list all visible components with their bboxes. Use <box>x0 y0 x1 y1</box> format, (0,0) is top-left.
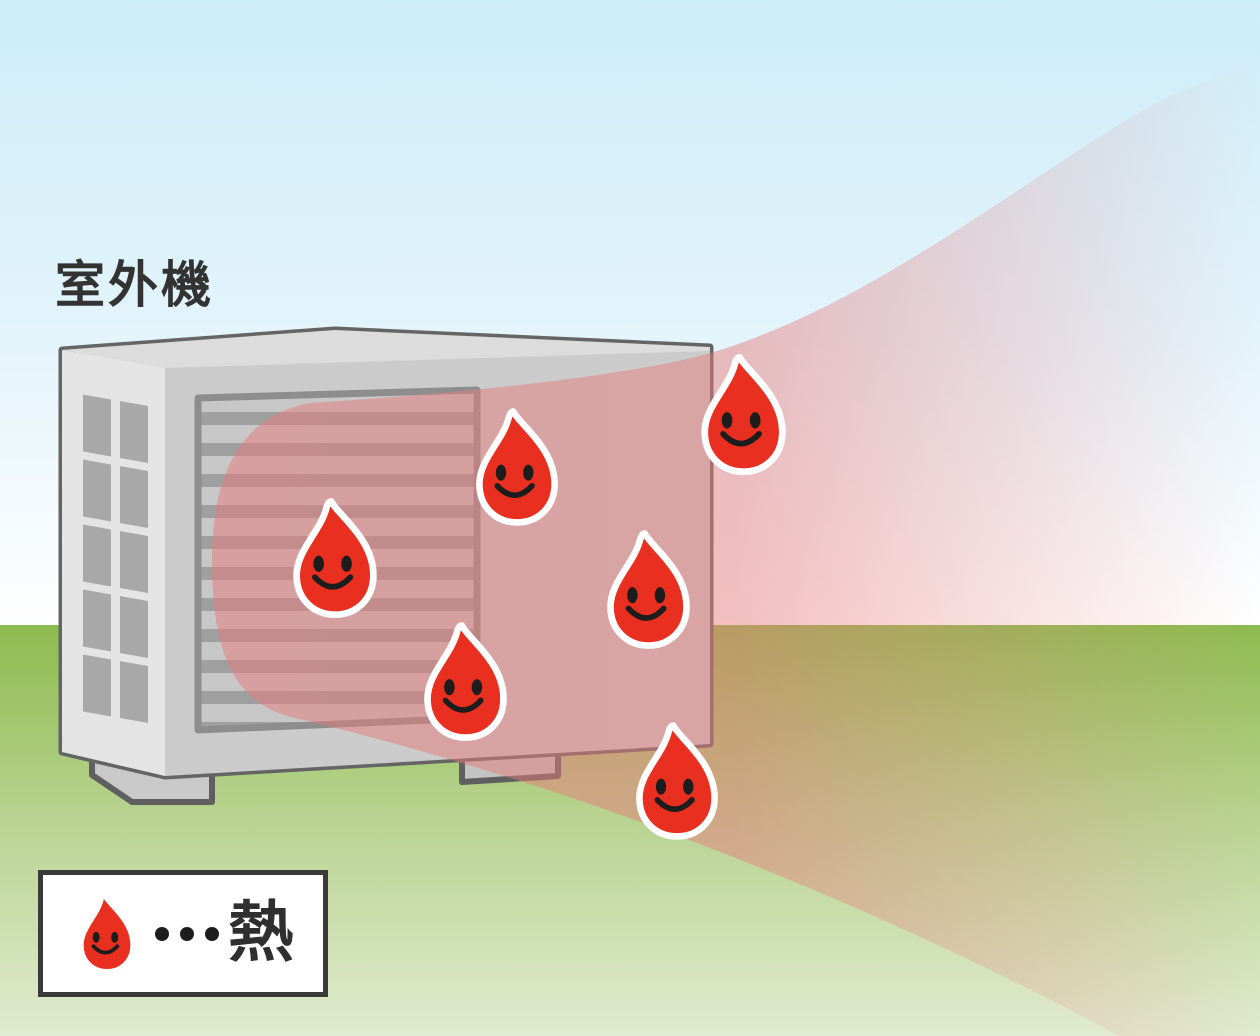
unit-top-face <box>62 330 710 368</box>
legend-ellipsis-dots <box>155 926 219 941</box>
heat-plume <box>212 62 1260 1036</box>
legend-dot <box>180 926 194 941</box>
legend-dot <box>205 926 219 941</box>
legend-droplet-icon <box>75 892 139 975</box>
legend-heat-label: 熱 <box>228 894 294 969</box>
legend-box: 熱 <box>38 870 328 997</box>
side-vent-grid <box>83 394 148 723</box>
legend-dot <box>155 926 169 941</box>
unit-side-face <box>62 350 165 776</box>
outdoor-unit-label: 室外機 <box>55 257 214 313</box>
